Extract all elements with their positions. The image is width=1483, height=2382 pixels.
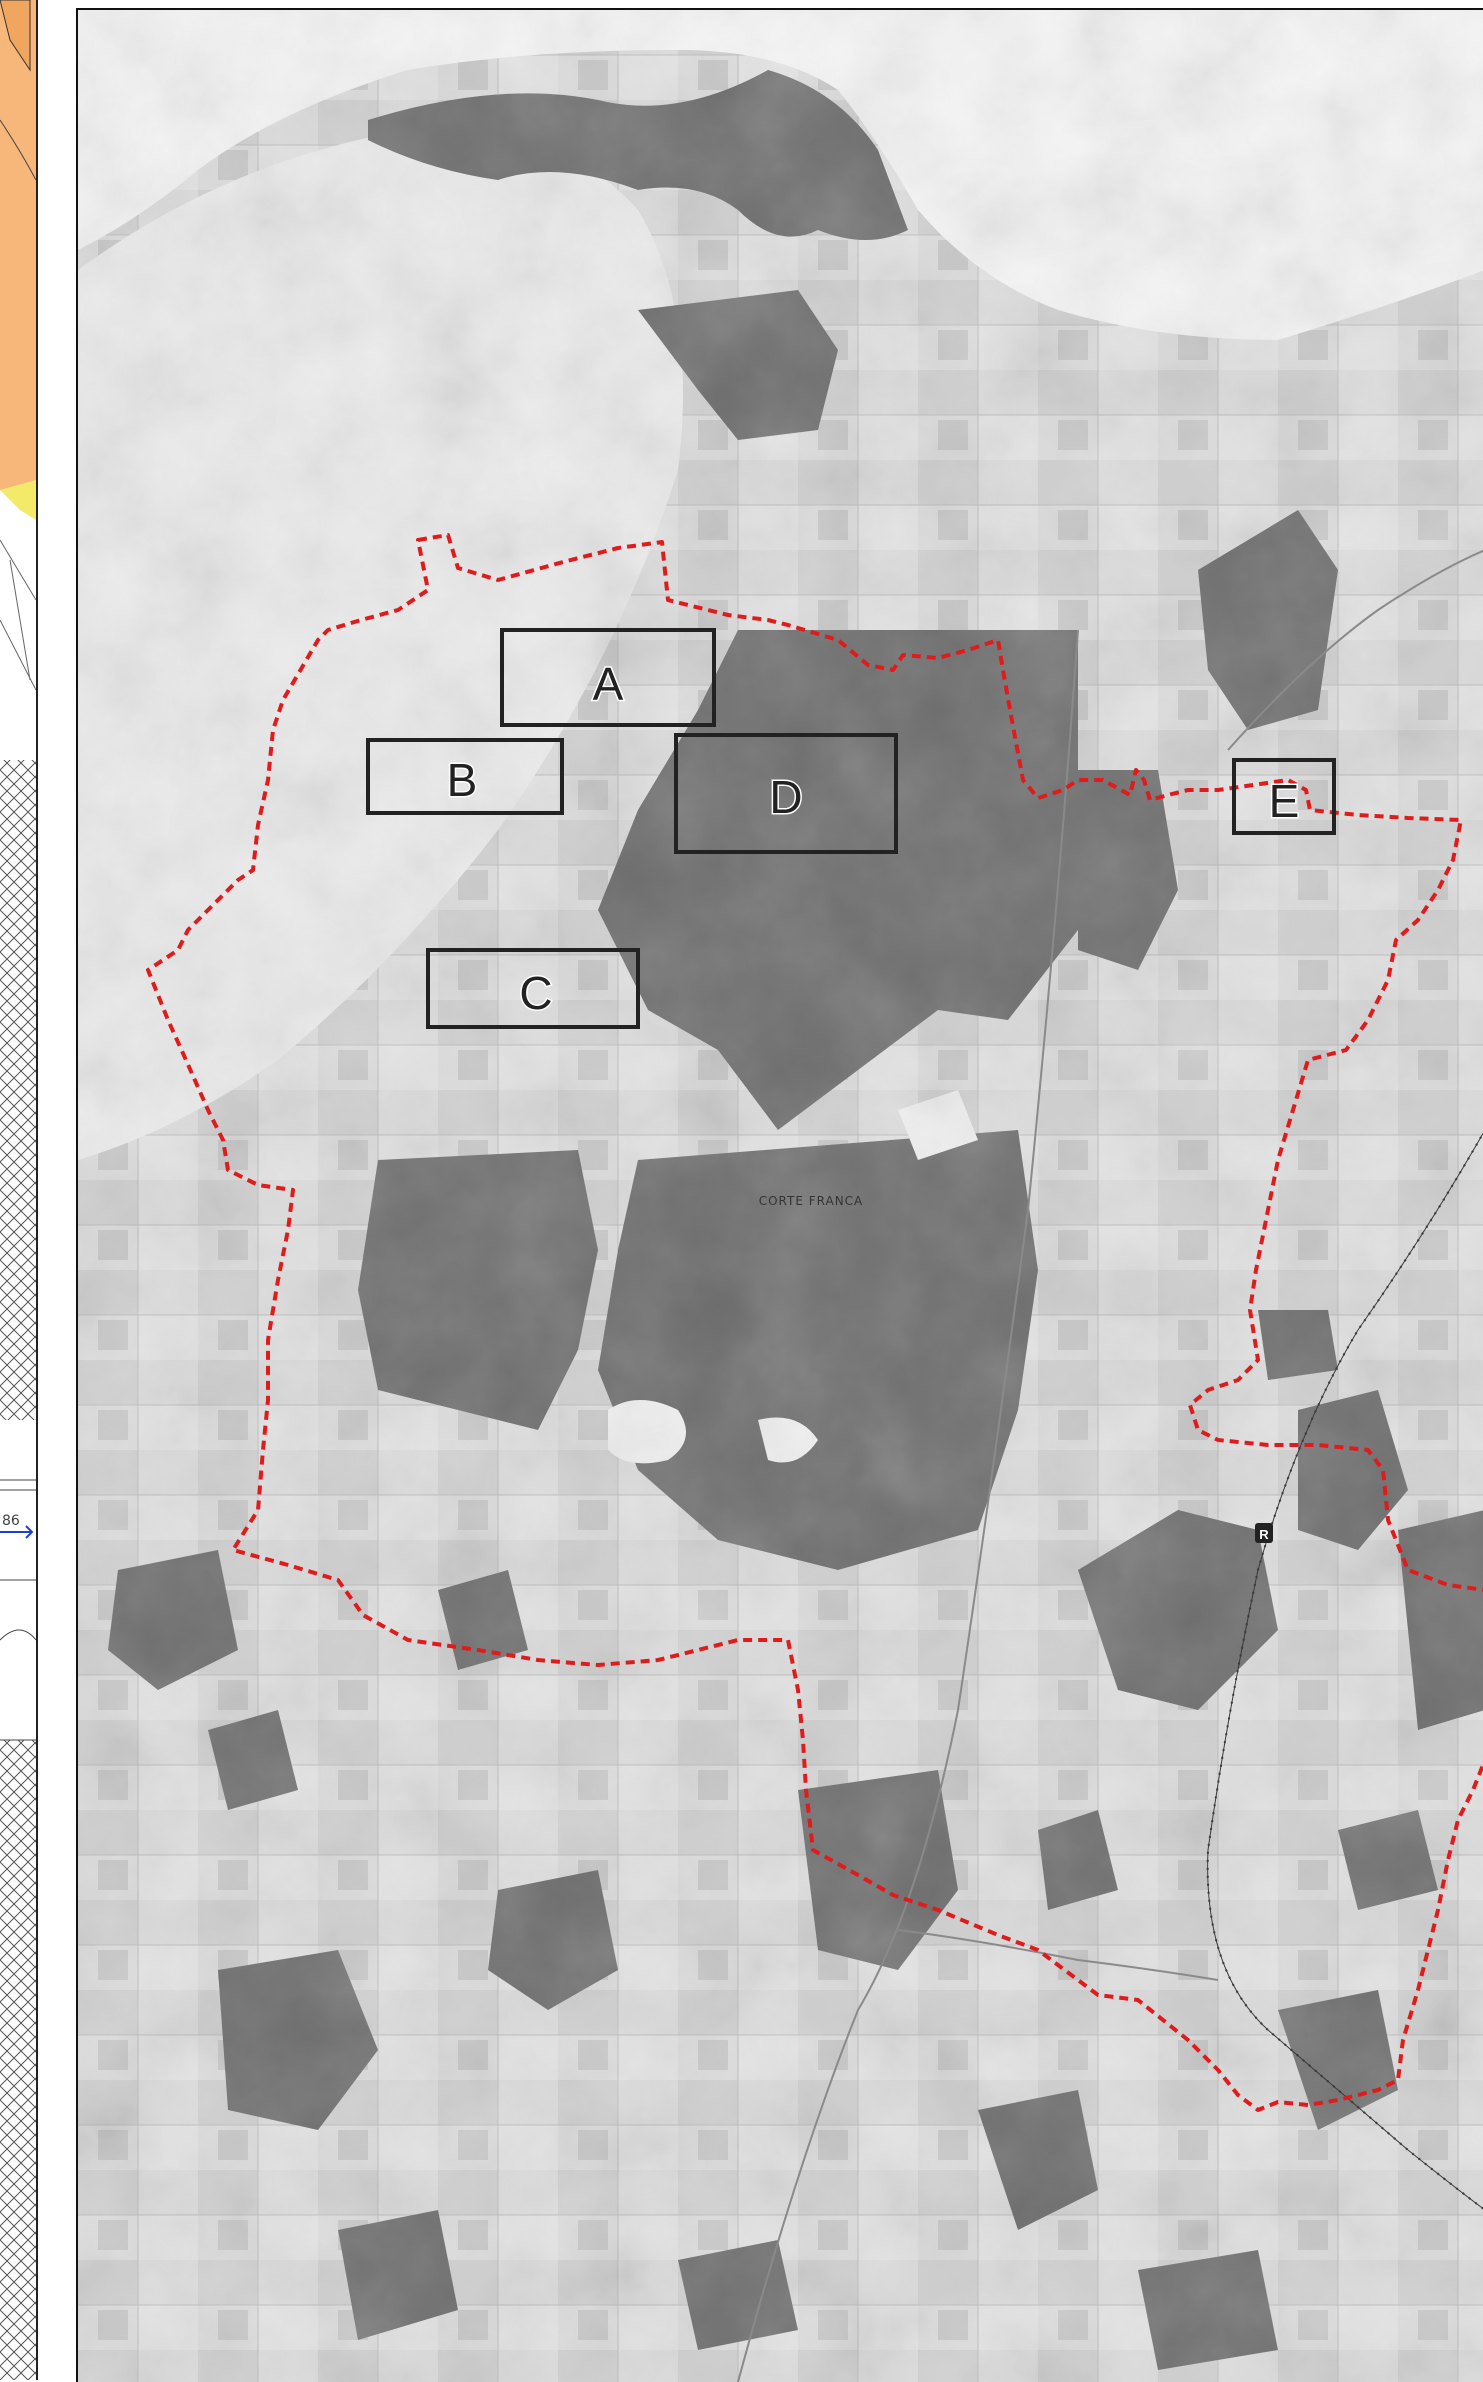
area-box-a: A (500, 628, 716, 727)
rail-station-icon: R (1255, 1523, 1273, 1543)
land-use-map: R CORTE FRANCA A B C D E (76, 8, 1483, 2382)
adjacent-map-strip: 86 (0, 0, 38, 2380)
roads (737, 549, 1483, 2382)
area-box-d: D (674, 733, 898, 854)
area-box-label: E (1269, 775, 1300, 827)
place-label-corte-franca: CORTE FRANCA (759, 1194, 864, 1208)
hatched-zone (0, 1740, 36, 2380)
area-box-label: C (519, 967, 552, 1019)
area-box-c: C (426, 948, 640, 1029)
road-arrow-icon (0, 1525, 34, 1539)
municipal-boundary (146, 533, 1483, 2112)
area-box-label: A (593, 658, 624, 710)
road-number-label: 86 (2, 1513, 20, 1529)
orange-zone (0, 0, 36, 490)
hatched-zone (0, 760, 36, 1420)
railway-track (1207, 1132, 1483, 2210)
rail-station-label: R (1259, 1527, 1269, 1542)
area-box-e: E (1232, 758, 1336, 835)
area-box-b: B (366, 738, 564, 815)
map-canvas: R CORTE FRANCA A B C D E (78, 10, 1483, 2382)
hillshade-texture (78, 10, 1483, 2382)
adjacent-map-graphic: 86 (0, 0, 36, 2380)
area-box-label: D (769, 771, 802, 823)
area-box-label: B (447, 754, 478, 806)
